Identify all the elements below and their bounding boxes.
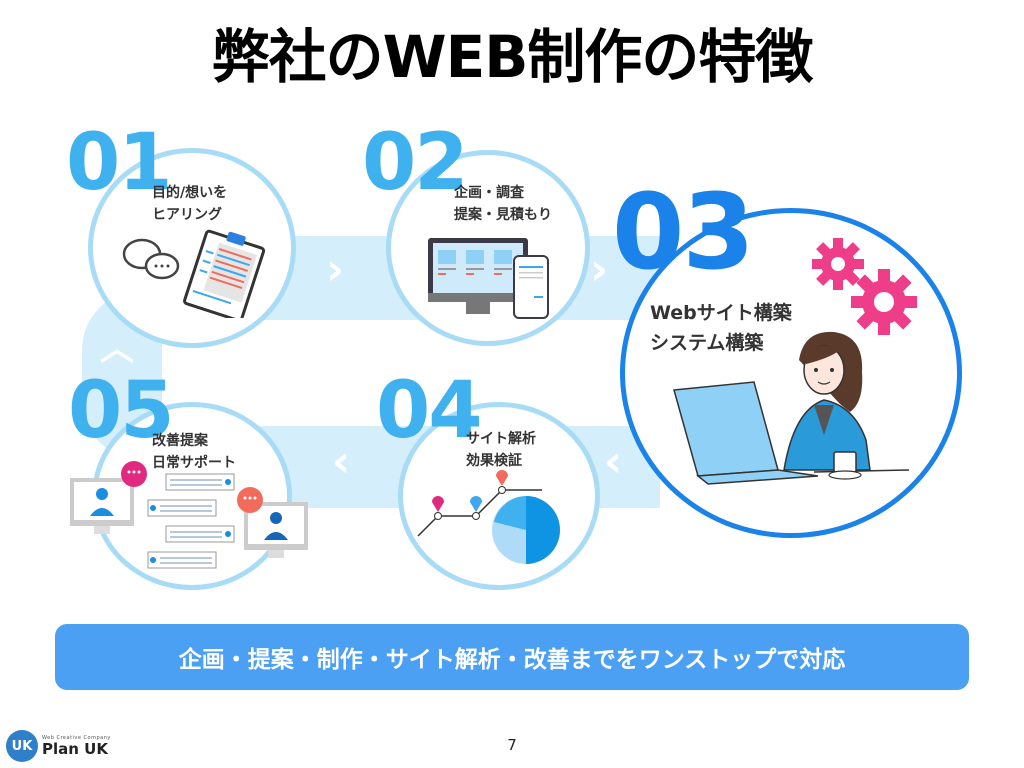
- logo-name: Plan UK: [42, 740, 108, 758]
- step-02-label: 企画・調査 提案・見積もり: [454, 182, 552, 226]
- analytics-chart-icon: [417, 470, 560, 564]
- step-04-line2: 効果検証: [466, 453, 522, 469]
- step-03-line1: Webサイト構築: [650, 302, 792, 324]
- step-02-number: 02: [362, 118, 469, 208]
- arrow-left-icon: ‹: [604, 436, 623, 487]
- step-05-line2: 日常サポート: [152, 455, 236, 471]
- arrow-right-icon: ›: [326, 244, 345, 295]
- step-02-line2: 提案・見積もり: [454, 207, 552, 223]
- arrow-up-icon: ︿: [100, 329, 134, 369]
- step-04-label: サイト解析 効果検証: [466, 428, 536, 472]
- logo-subtitle: Web Creative Company: [42, 735, 111, 741]
- step-01-line2: ヒアリング: [152, 207, 222, 223]
- step-03-label: Webサイト構築 システム構築: [650, 298, 792, 358]
- arrow-left-icon: ‹: [332, 436, 351, 487]
- page-title: 弊社のWEB制作の特徴: [211, 23, 814, 91]
- step-03-number: 03: [612, 171, 755, 293]
- step-01-number: 01: [66, 118, 173, 208]
- step-03-line2: システム構築: [650, 332, 764, 354]
- step-05-line1: 改善提案: [152, 433, 208, 449]
- step-01-line1: 目的/想いを: [152, 185, 228, 201]
- page-number: 7: [507, 736, 517, 754]
- arrow-right-icon: ›: [590, 244, 609, 295]
- gear-icon: [812, 238, 917, 335]
- step-01-label: 目的/想いを ヒアリング: [152, 182, 227, 226]
- step-04-number: 04: [376, 366, 483, 456]
- planuk-logo: UK Web Creative Company Plan UK: [6, 730, 111, 762]
- woman-laptop-icon: [673, 331, 910, 485]
- chat-clipboard-icon: [122, 229, 266, 318]
- step-04-circle: [398, 402, 600, 590]
- support-chat-icon: [70, 461, 308, 569]
- step-05-label: 改善提案 日常サポート: [152, 430, 236, 474]
- logo-mark-icon: UK: [6, 730, 38, 762]
- logo-text: Web Creative Company Plan UK: [42, 735, 111, 757]
- desktop-mobile-icon: [428, 238, 549, 319]
- step-05-number: 05: [68, 366, 175, 456]
- step-03-circle: [620, 208, 962, 538]
- one-stop-banner: 企画・提案・制作・サイト解析・改善までをワンストップで対応: [55, 624, 969, 690]
- step-02-line1: 企画・調査: [454, 185, 524, 201]
- step-04-line1: サイト解析: [466, 431, 536, 447]
